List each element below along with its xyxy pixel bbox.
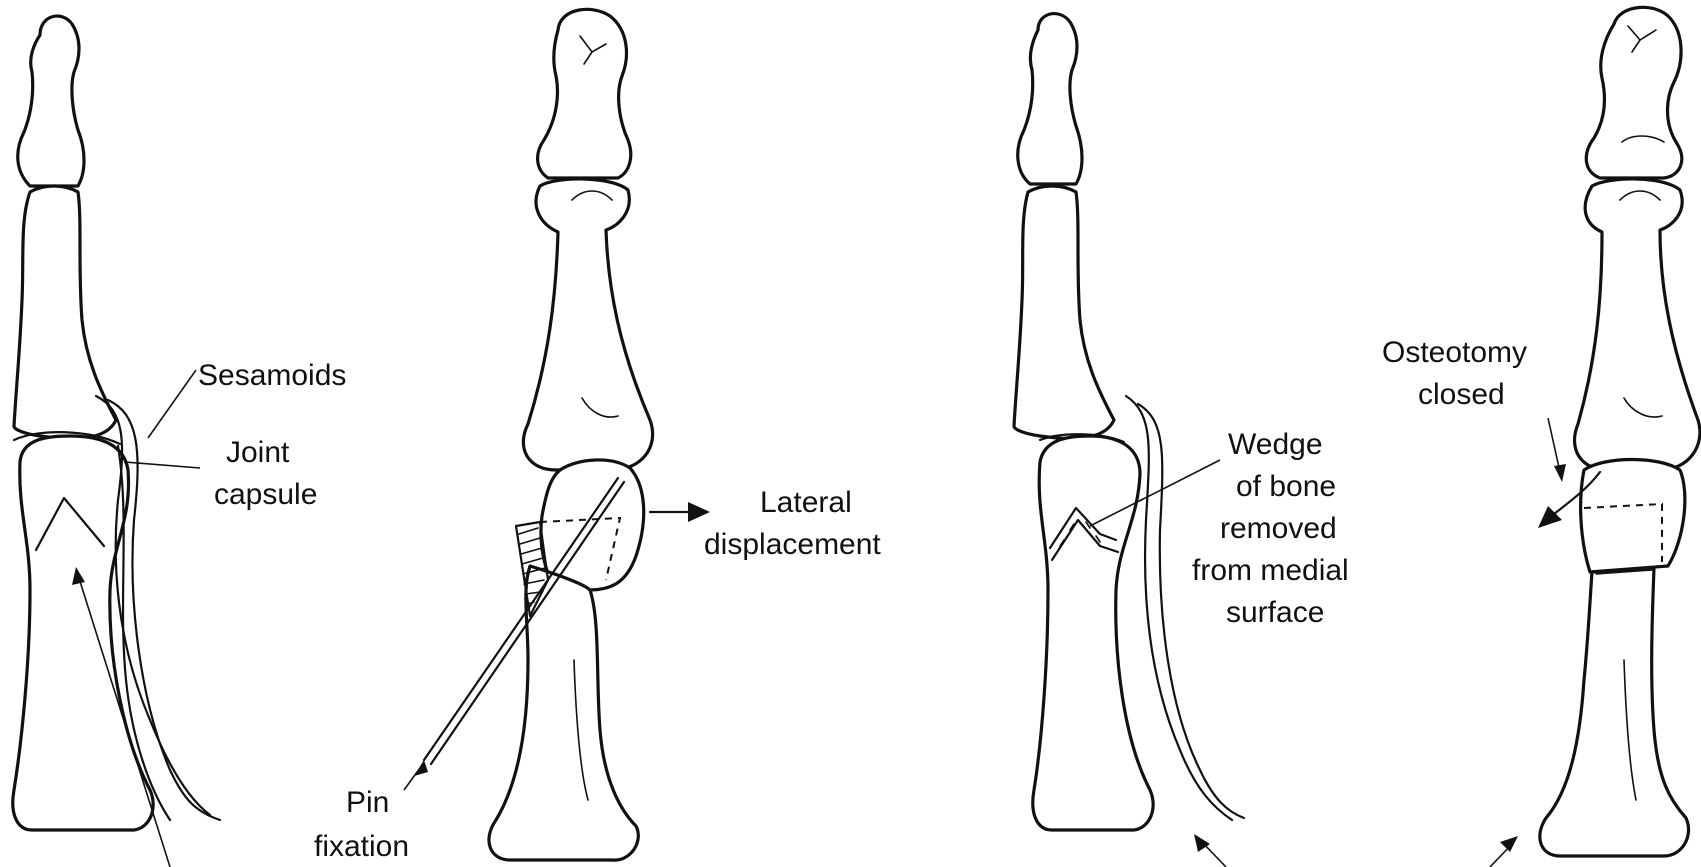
leader-line-osteotomy <box>1548 418 1560 472</box>
proximal-phalanx-4 <box>1575 179 1700 470</box>
label-wedge-line2: of bone <box>1236 470 1336 503</box>
proximal-phalanx-2 <box>523 179 652 470</box>
panel-4-toe <box>1490 7 1700 867</box>
label-lateral-line2: displacement <box>704 528 881 561</box>
proximal-phalanx-1 <box>14 186 116 439</box>
label-pin-line1: Pin <box>346 786 389 819</box>
label-lateral-line1: Lateral <box>760 486 852 519</box>
label-joint-capsule-line2: capsule <box>214 478 317 511</box>
label-wedge-line4: from medial <box>1192 554 1349 587</box>
proximal-phalanx-3 <box>1014 186 1114 439</box>
displaced-metatarsal-head <box>541 460 644 592</box>
label-wedge-line3: removed <box>1220 512 1337 545</box>
leader-arrowhead-osteotomy <box>1554 464 1566 482</box>
pin-leader-line <box>404 768 420 790</box>
arrowhead-bottom-4 <box>1500 836 1518 852</box>
panel-1-toe <box>13 16 220 867</box>
label-wedge-line1: Wedge <box>1228 428 1323 461</box>
panel-3-toe <box>1014 14 1244 867</box>
label-osteotomy-line2: closed <box>1418 378 1505 411</box>
label-pin-line2: fixation <box>314 830 409 863</box>
lateral-arrow-head <box>688 502 710 522</box>
sesamoid-strand-3a <box>1126 396 1232 820</box>
label-wedge-line5: surface <box>1226 596 1324 629</box>
metatarsal-1 <box>13 436 153 830</box>
distal-phalanx-3 <box>1018 14 1082 184</box>
metatarsal-2 <box>489 566 638 860</box>
leader-line-joint-capsule <box>124 462 200 468</box>
label-osteotomy-line1: Osteotomy <box>1382 336 1527 369</box>
arrowhead-bottom-3 <box>1194 834 1210 852</box>
metatarsal-3 <box>1033 436 1153 830</box>
metatarsal-4 <box>1540 568 1689 856</box>
leader-line-sesamoids <box>148 370 196 438</box>
label-sesamoids: Sesamoids <box>198 359 346 392</box>
distal-phalanx-2 <box>538 9 631 178</box>
distal-phalanx-1 <box>18 16 84 186</box>
label-joint-capsule-line1: Joint <box>226 436 290 469</box>
panel-2-toe <box>404 9 710 860</box>
